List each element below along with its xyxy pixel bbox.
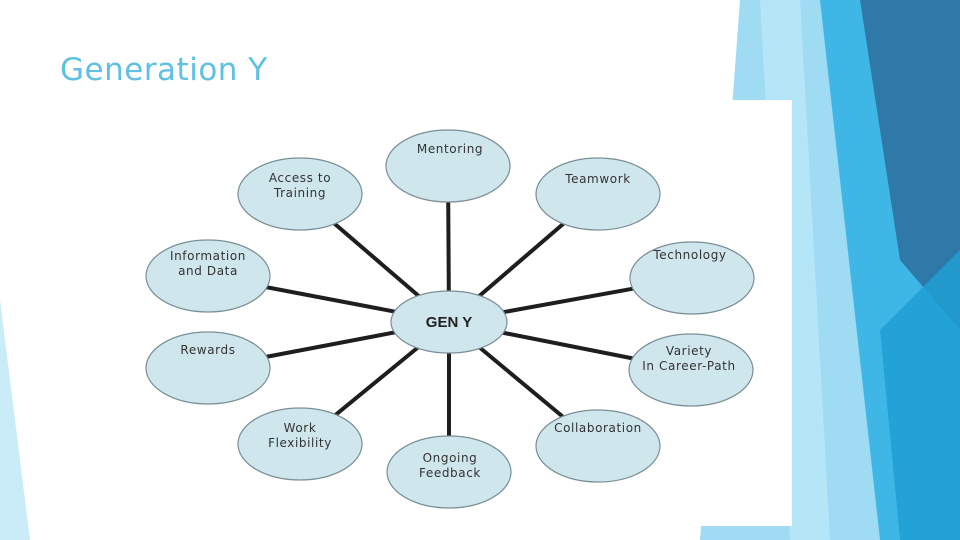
node-label: Technology (652, 248, 726, 262)
node-teamwork: Teamwork (535, 157, 661, 231)
node-label: Access to (269, 171, 331, 185)
node-rewards: Rewards (145, 331, 271, 405)
right-panel-facet (880, 250, 960, 540)
node-ellipse (237, 407, 363, 481)
node-ellipse (386, 435, 512, 509)
right-panel-dark (860, 0, 960, 330)
node-collaboration: Collaboration (535, 409, 661, 483)
node-ellipse (628, 333, 754, 407)
node-label: Feedback (419, 466, 481, 480)
node-label: Mentoring (417, 142, 483, 156)
node-ellipse (145, 239, 271, 313)
node-ellipse (145, 331, 271, 405)
node-ellipse (237, 157, 363, 231)
node-label: and Data (178, 264, 238, 278)
node-label: Training (273, 186, 326, 200)
left-edge-accent (0, 300, 30, 540)
node-mentoring: Mentoring (385, 129, 511, 203)
node-ellipse (535, 157, 661, 231)
node-label: Ongoing (423, 451, 478, 465)
node-label: Rewards (180, 343, 235, 357)
slide-title: Generation Y (60, 52, 268, 88)
node-label: Work (284, 421, 317, 435)
node-ellipse (385, 129, 511, 203)
node-label: Flexibility (268, 436, 332, 450)
node-label: In Career-Path (642, 359, 735, 373)
node-label: Collaboration (554, 421, 642, 435)
gen-y-hub: GEN Y (390, 290, 508, 354)
node-label: Variety (666, 344, 712, 358)
node-ellipse (629, 241, 755, 315)
hub-label: GEN Y (426, 314, 472, 331)
node-ellipse (535, 409, 661, 483)
node-technology: Technology (629, 241, 755, 315)
hub-ellipse (390, 290, 508, 354)
node-label: Teamwork (564, 172, 631, 186)
node-label: Information (170, 249, 246, 263)
